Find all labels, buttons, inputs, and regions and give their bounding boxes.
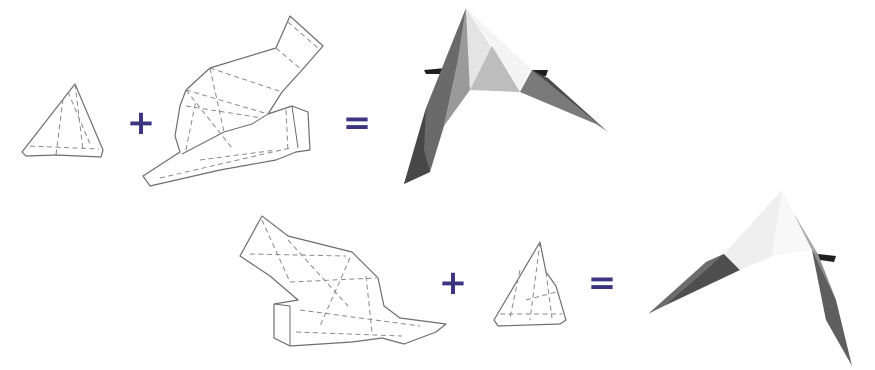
equals-operator: = [588, 263, 617, 303]
folded-wing-left [648, 190, 852, 366]
folded-wing-right [404, 8, 608, 184]
large-body-net [239, 215, 447, 347]
small-tab-net [493, 241, 567, 327]
equals-operator: = [343, 103, 372, 143]
equation-row-1: + = [21, 8, 608, 187]
small-tab-net [21, 83, 104, 158]
plus-operator: + [439, 263, 468, 303]
plus-operator: + [127, 103, 156, 143]
equation-row-2: + = [239, 190, 852, 366]
large-body-net [142, 15, 324, 187]
